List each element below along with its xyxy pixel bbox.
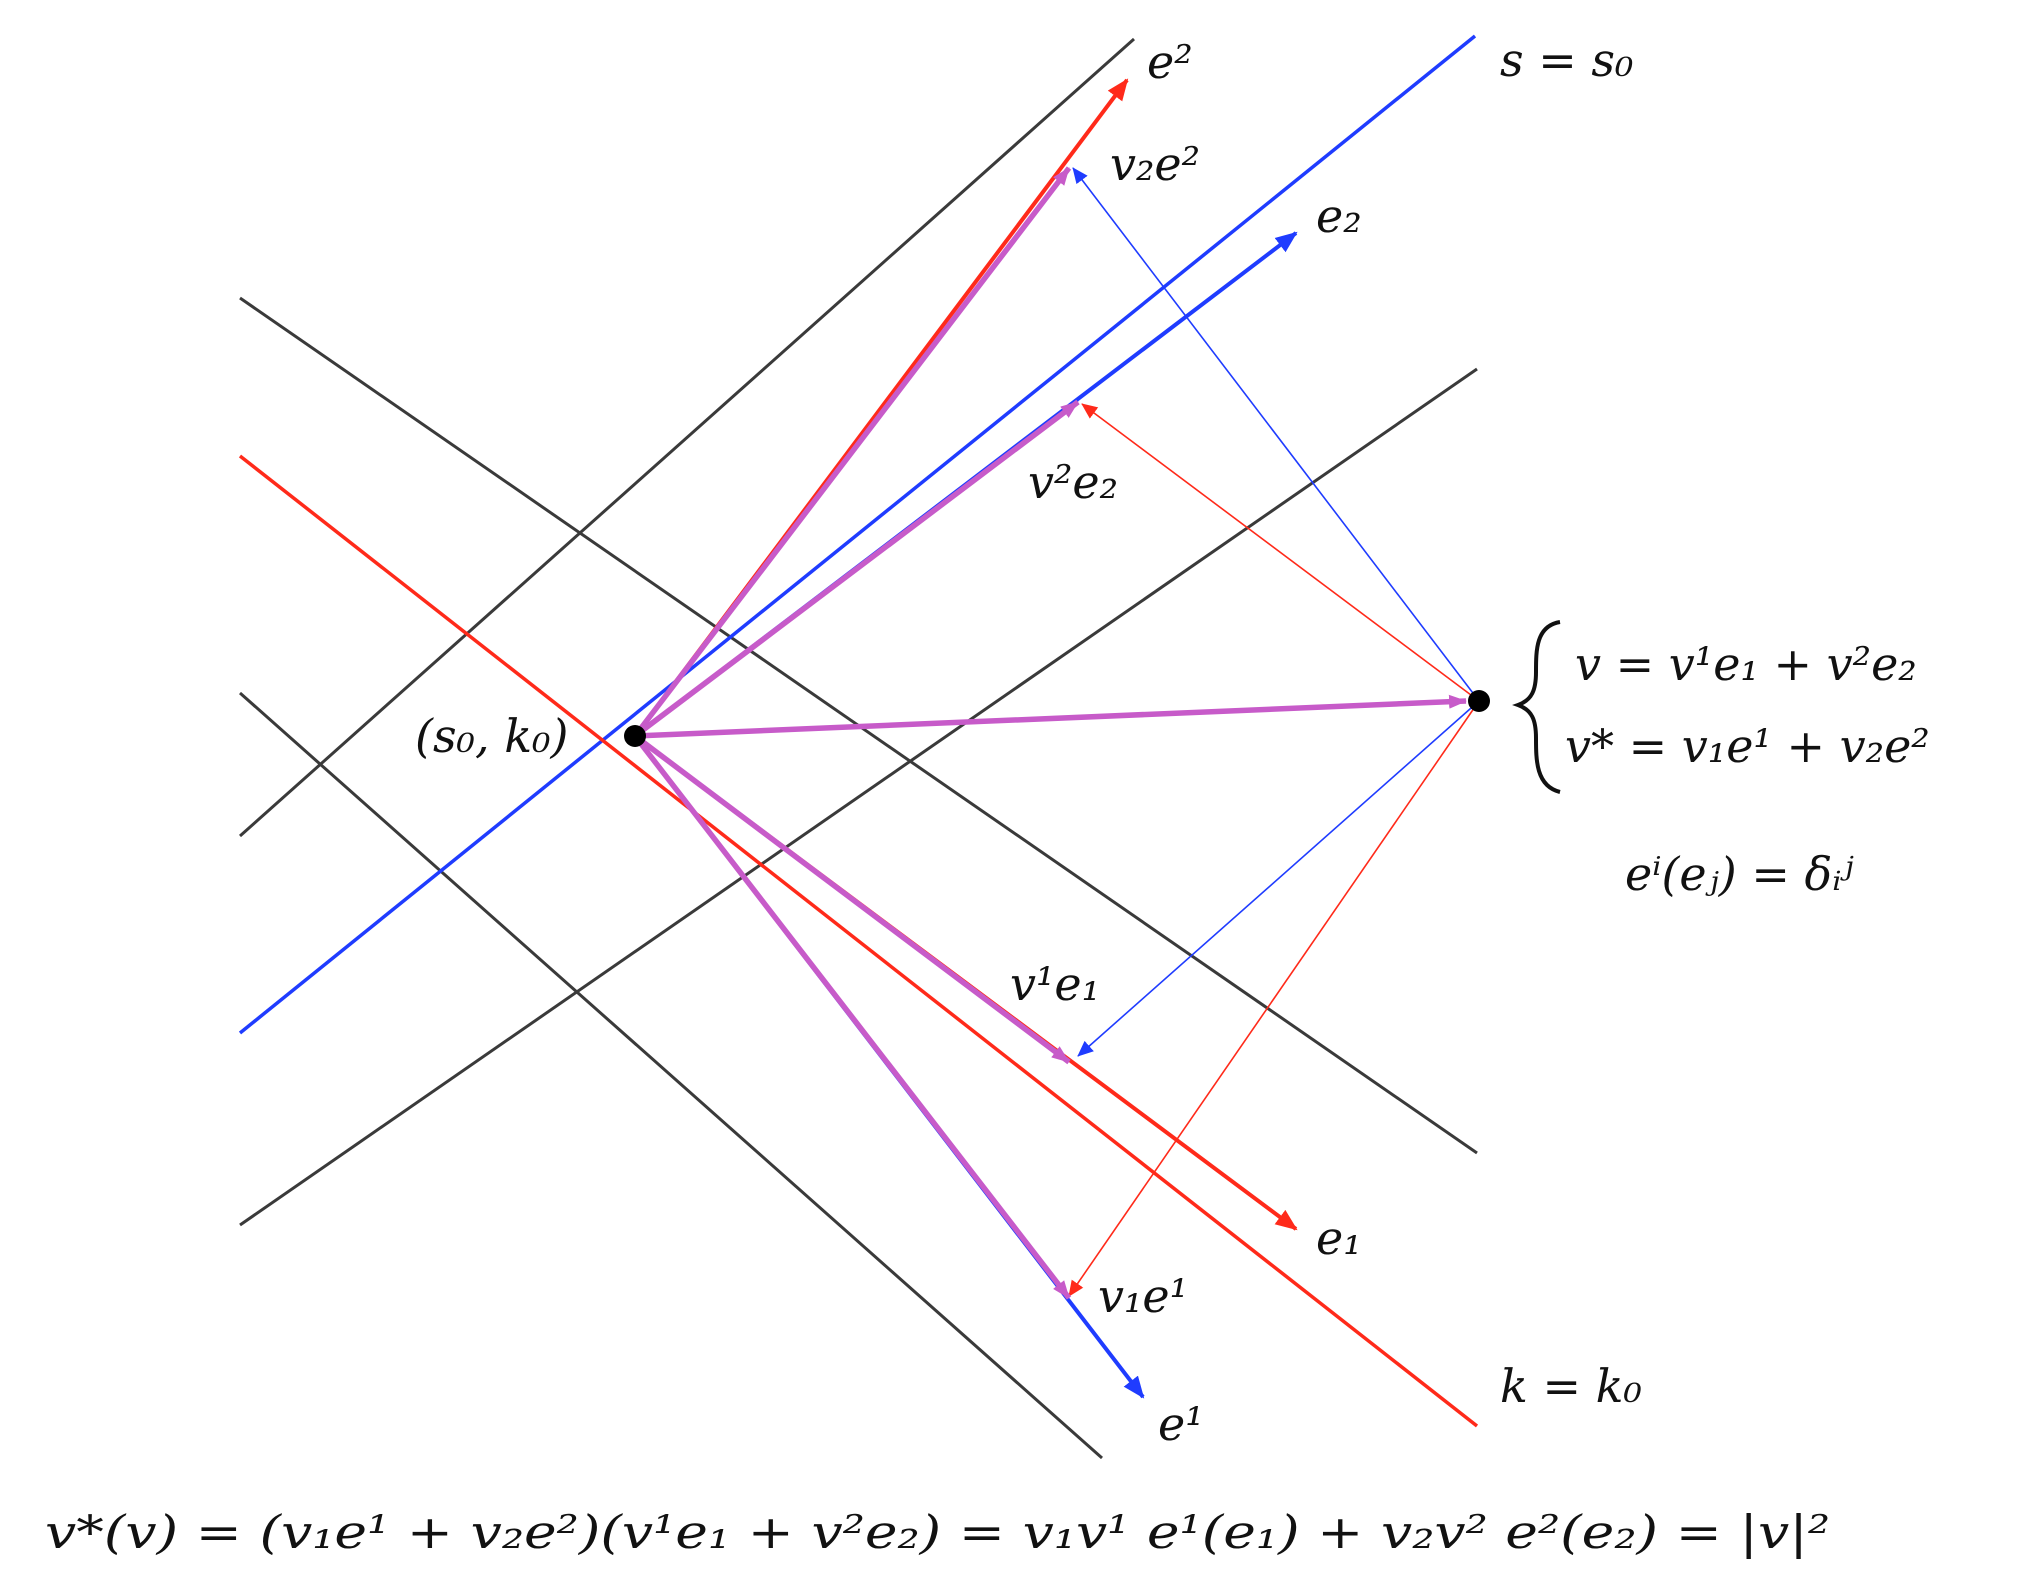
vector-v-upper-2-e2 <box>633 399 1080 739</box>
projection-arrow-v1e1-upper <box>1068 700 1480 1297</box>
label-e-upper-1: e¹ <box>1158 1397 1204 1451</box>
curve-k-eq-k0 <box>238 454 1479 1428</box>
equation-v-star: v* = v₁e¹ + v₂e² <box>1565 719 1930 773</box>
label-v2-e-upper-2: v₂e² <box>1110 137 1200 191</box>
grid-line <box>239 367 1478 1227</box>
label-e-lower-2: e₂ <box>1316 189 1362 243</box>
equation-v: v = v¹e₁ + v²e₂ <box>1575 637 1917 691</box>
projection-arrow-v2e2-upper <box>1072 167 1480 702</box>
projection-arrow-v1e1-lower <box>1077 700 1480 1057</box>
vector-v <box>634 694 1467 739</box>
point-vector-tip <box>1468 690 1490 712</box>
point-s0-k0 <box>624 725 646 747</box>
brace-icon <box>1512 620 1561 794</box>
label-k-eq-k0: k = k₀ <box>1500 1359 1642 1413</box>
bottom-formula: v*(v) = (v₁e¹ + v₂e²)(v¹e₁ + v²e₂) = v₁v… <box>45 1505 1830 1559</box>
label-v-upper-2-e2: v²e₂ <box>1028 455 1118 509</box>
label-v1-e-upper-1: v₁e¹ <box>1098 1269 1188 1323</box>
label-point-s0-k0: (s₀, k₀) <box>415 709 569 763</box>
projection-arrow-v2e2-lower <box>1081 403 1480 702</box>
label-e-lower-1: e₁ <box>1316 1211 1362 1265</box>
vector-v2-e-upper-2 <box>632 166 1072 738</box>
label-e-upper-2: e² <box>1147 35 1193 89</box>
grid-line <box>239 691 1103 1460</box>
curve-s-eq-s0 <box>238 34 1477 1035</box>
label-s-eq-s0: s = s₀ <box>1500 33 1633 87</box>
label-v-upper-1-e1: v¹e₁ <box>1010 957 1100 1011</box>
vector-v1-e-upper-1 <box>632 734 1072 1300</box>
grid-line <box>239 37 1135 838</box>
equation-duality: eⁱ(eⱼ) = δᵢʲ <box>1625 847 1854 901</box>
vector-v-upper-1-e1 <box>633 733 1071 1065</box>
